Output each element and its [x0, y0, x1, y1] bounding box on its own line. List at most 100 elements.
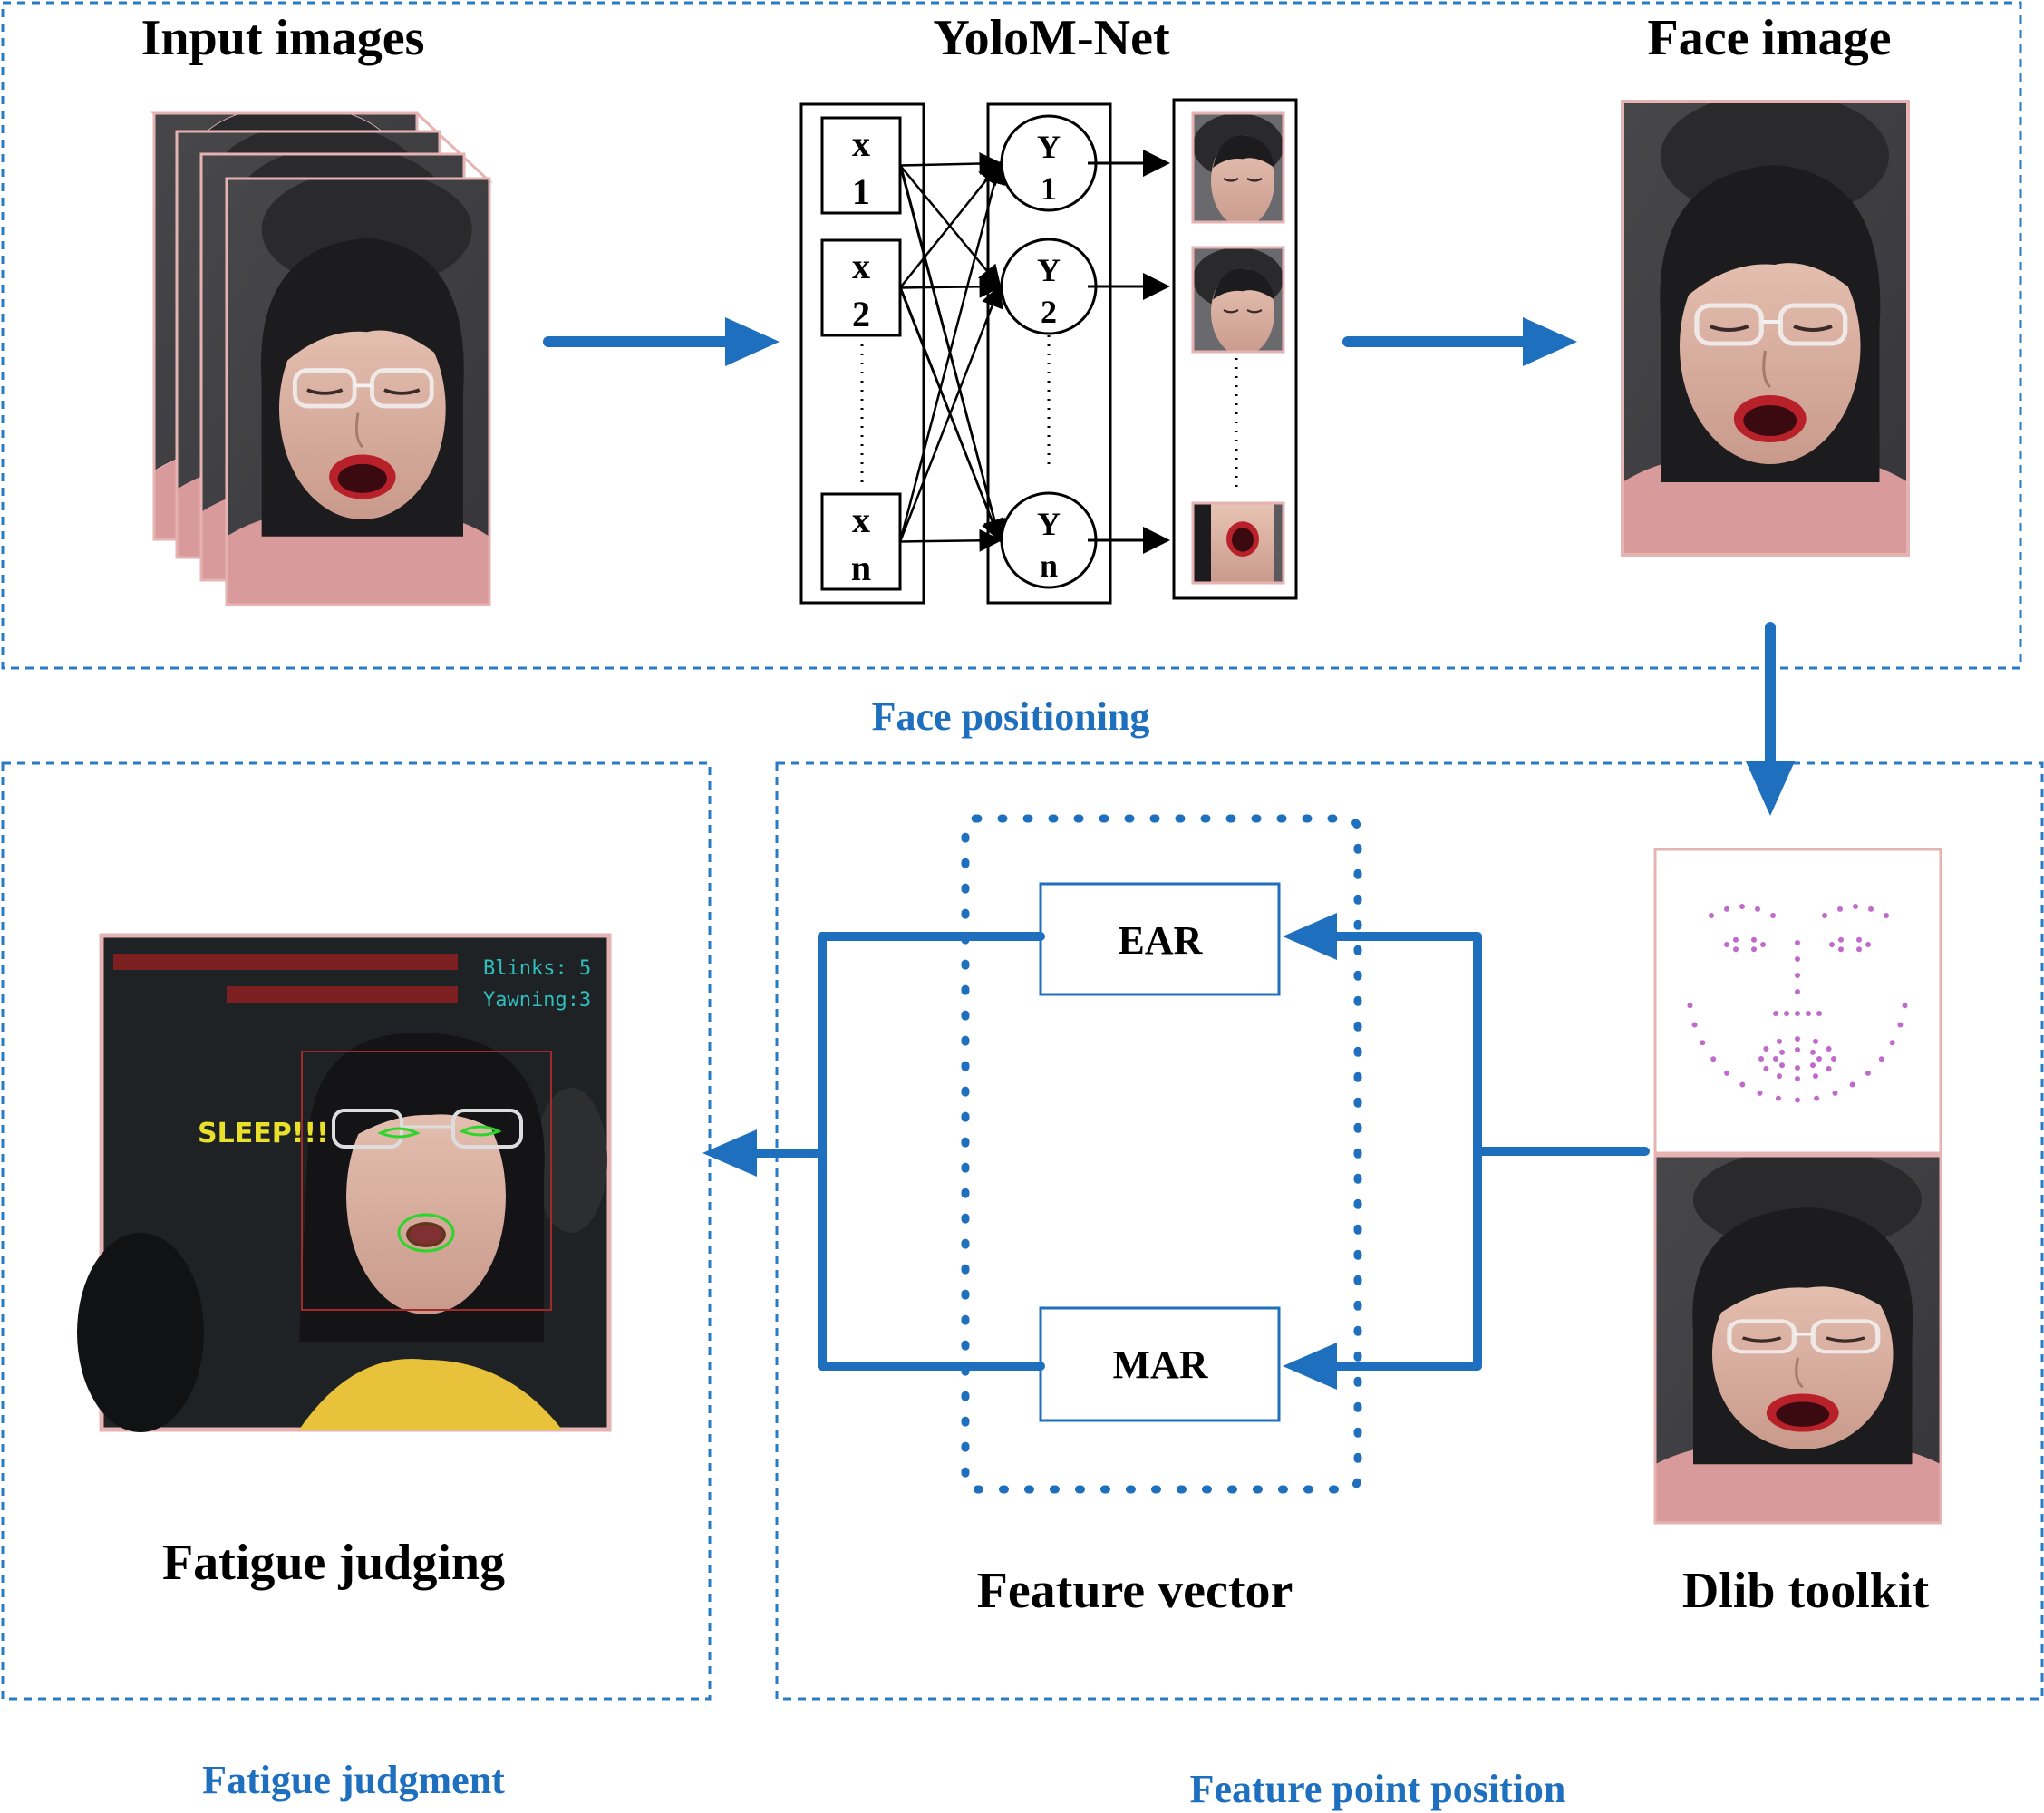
landmark-dot: [1865, 942, 1871, 947]
landmark-dot: [1795, 973, 1800, 978]
output-node-1: Y1: [1000, 114, 1098, 212]
landmark-dot: [1814, 1095, 1820, 1101]
landmark-dot: [1795, 1065, 1800, 1071]
landmark-dot: [1733, 936, 1739, 943]
features-to-judging-connector: [748, 932, 1045, 1371]
landmark-dot: [1777, 1038, 1782, 1044]
landmark-dot: [1779, 1062, 1785, 1069]
landmark-dot: [1838, 946, 1844, 953]
section-label-feature-point-position: Feature point position: [1190, 1767, 1566, 1811]
arrow-right-icon: [543, 317, 780, 366]
landmark-dot: [1832, 1090, 1838, 1096]
landmark-dot: [1757, 1090, 1763, 1096]
landmark-dot: [1810, 1062, 1816, 1069]
landmark-dot: [1837, 906, 1843, 912]
landmark-dot: [1831, 1056, 1836, 1062]
title-fatigue-judging: Fatigue judging: [162, 1535, 505, 1591]
landmark-dot: [1760, 942, 1766, 947]
dlib-to-features-connector: [1328, 932, 1650, 1371]
landmark-dot: [1795, 1076, 1800, 1081]
landmark-dot: [1795, 1097, 1800, 1103]
yawning-overlay: Yawning:3: [483, 989, 591, 1012]
landmark-dot: [1784, 1011, 1789, 1016]
input-node-3: xn: [820, 492, 902, 591]
landmark-dot: [1810, 1049, 1816, 1055]
input-node-index: n: [851, 548, 871, 588]
landmark-dot: [1770, 913, 1776, 918]
landmark-dot: [1691, 1022, 1698, 1028]
landmark-dot: [1733, 946, 1739, 953]
landmark-dot: [1897, 1022, 1904, 1028]
landmark-dot: [1773, 1011, 1778, 1016]
output-node-label: Y: [1037, 129, 1061, 165]
blinks-overlay: Blinks: 5: [483, 957, 591, 980]
arrow-left-icon: [702, 1129, 757, 1177]
landmark-dot: [1700, 1040, 1706, 1046]
landmark-dot: [1902, 1003, 1908, 1009]
landmark-dot: [1763, 1066, 1769, 1071]
landmark-dot: [1724, 942, 1729, 947]
feature-vector-group: [961, 814, 1362, 1494]
title-input-images: Input images: [141, 10, 425, 66]
landmark-dot: [1724, 906, 1729, 912]
landmark-dot: [1795, 940, 1800, 945]
landmark-dot: [1822, 913, 1827, 918]
face-crop-2: [1193, 247, 1284, 352]
landmark-dot: [1758, 1056, 1764, 1062]
output-node-label: Y: [1037, 506, 1061, 542]
landmark-dot: [1806, 1011, 1811, 1016]
landmark-dot: [1687, 1003, 1693, 1009]
landmark-dot: [1856, 946, 1862, 953]
input-node-label: x: [852, 499, 870, 540]
output-node-index: 2: [1041, 294, 1057, 330]
input-node-1: x1: [820, 116, 902, 215]
landmark-dot: [1795, 956, 1800, 962]
fatigue-result-image: Blinks: 5 Yawning:3 SLEEP!!!: [77, 933, 612, 1432]
landmark-dot: [1884, 913, 1889, 918]
face-crop-n: [1193, 503, 1284, 583]
landmark-dot: [1751, 936, 1757, 943]
landmark-dot: [1868, 906, 1874, 912]
connection-line: [898, 162, 1002, 541]
output-node-index: 1: [1041, 170, 1057, 207]
arrow-right-icon: [1342, 317, 1577, 366]
landmark-dot: [1795, 1036, 1800, 1042]
landmark-dot: [1826, 1066, 1832, 1071]
title-dlib-toolkit: Dlib toolkit: [1682, 1563, 1930, 1619]
landmark-dot: [1739, 1081, 1746, 1088]
input-node-2: x2: [820, 238, 902, 337]
landmark-dot: [1709, 913, 1714, 918]
ear-box: [1039, 882, 1281, 996]
face-image: [1621, 100, 1910, 557]
input-node-label: x: [852, 123, 870, 164]
landmark-dot: [1763, 1046, 1769, 1052]
landmark-dot: [1816, 1056, 1822, 1062]
input-node-label: x: [852, 246, 870, 286]
landmark-dot: [1739, 904, 1745, 909]
landmark-dot: [1889, 1040, 1895, 1046]
arrow-left-icon: [1283, 913, 1337, 960]
input-node-index: 2: [852, 294, 870, 334]
section-feature-point-border: [775, 761, 2044, 1701]
landmark-dot: [1775, 1095, 1781, 1101]
landmark-dot: [1724, 1070, 1730, 1076]
mar-label: MAR: [1112, 1343, 1208, 1387]
output-node-3: Yn: [1000, 491, 1098, 589]
landmark-dot: [1849, 1081, 1855, 1088]
dlib-landmarks-panel: [1653, 848, 1942, 1155]
arrow-left-icon: [1283, 1343, 1337, 1390]
connection-line: [899, 275, 1003, 298]
arrow-down-icon: [1746, 622, 1795, 816]
output-node-2: Y2: [1000, 238, 1098, 335]
connection-line: [899, 528, 1003, 552]
connection-line: [898, 286, 1002, 541]
connection-line: [899, 152, 1003, 176]
landmark-dot: [1813, 1073, 1818, 1080]
input-node-index: 1: [852, 171, 870, 212]
section-label-fatigue-judgment: Fatigue judgment: [202, 1758, 505, 1802]
ear-label: EAR: [1119, 918, 1204, 963]
landmark-dot: [1826, 1046, 1832, 1052]
landmark-dot: [1816, 1011, 1822, 1016]
